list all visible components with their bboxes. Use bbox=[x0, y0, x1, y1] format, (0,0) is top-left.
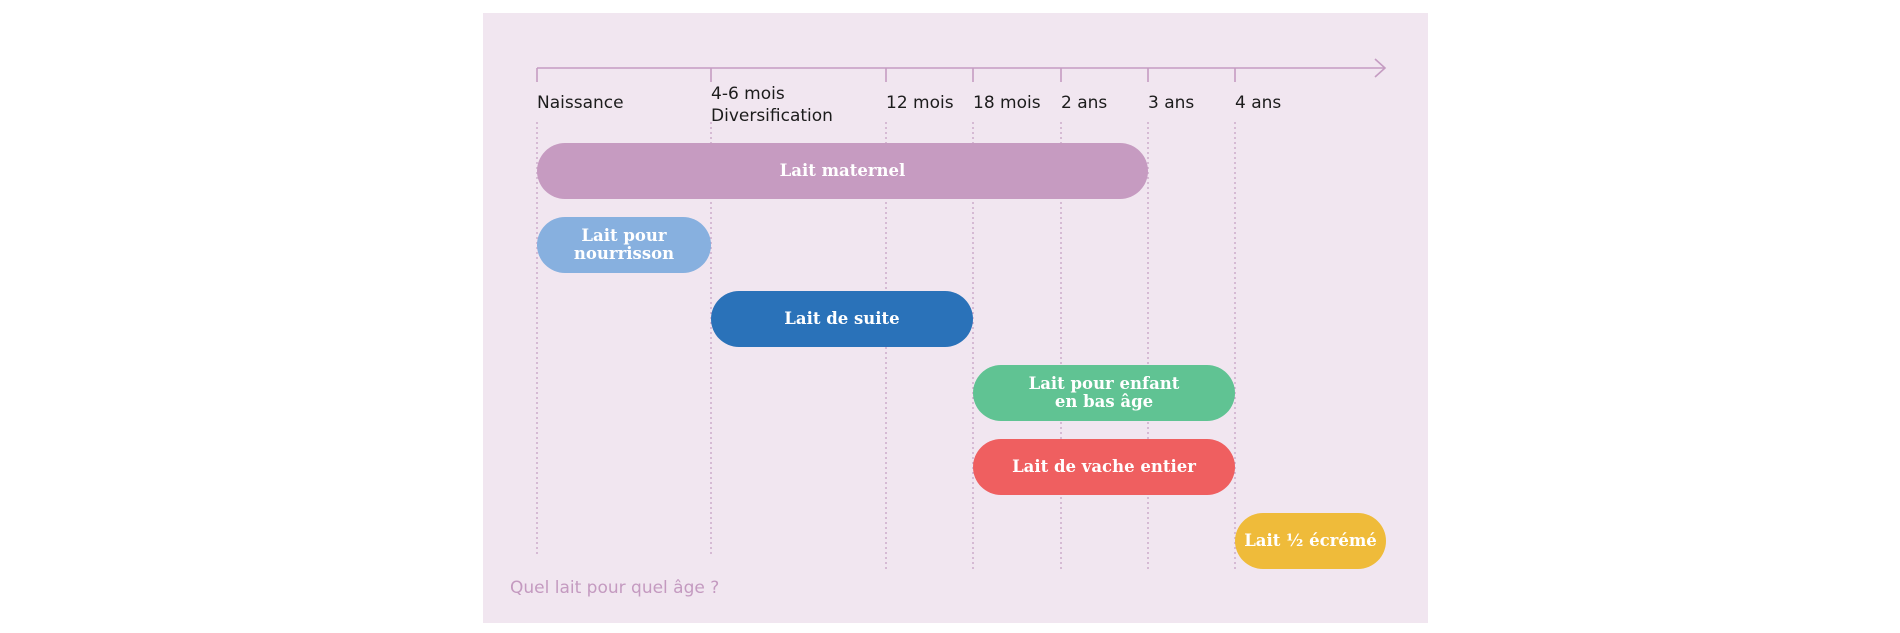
tick-label: 2 ans bbox=[1061, 93, 1108, 113]
diagram-caption: Quel lait pour quel âge ? bbox=[510, 578, 720, 598]
tick-label: 3 ans bbox=[1148, 93, 1195, 113]
tick-label: 4 ans bbox=[1235, 93, 1282, 113]
age-bar: Lait de vache entier bbox=[973, 439, 1235, 495]
age-bar: Lait pour nourrisson bbox=[537, 217, 711, 273]
axis-arrow-icon bbox=[1374, 58, 1387, 78]
age-bar: Lait ½ écrémé bbox=[1235, 513, 1386, 569]
age-bar: Lait maternel bbox=[537, 143, 1148, 199]
tick-label: Naissance bbox=[537, 93, 624, 113]
tick-label: 4-6 mois bbox=[711, 84, 785, 104]
tick-sublabel: Diversification bbox=[711, 106, 833, 126]
age-bar: Lait de suite bbox=[711, 291, 973, 347]
tick-label: 18 mois bbox=[973, 93, 1041, 113]
age-bar: Lait pour enfant en bas âge bbox=[973, 365, 1235, 421]
tick-label: 12 mois bbox=[886, 93, 954, 113]
